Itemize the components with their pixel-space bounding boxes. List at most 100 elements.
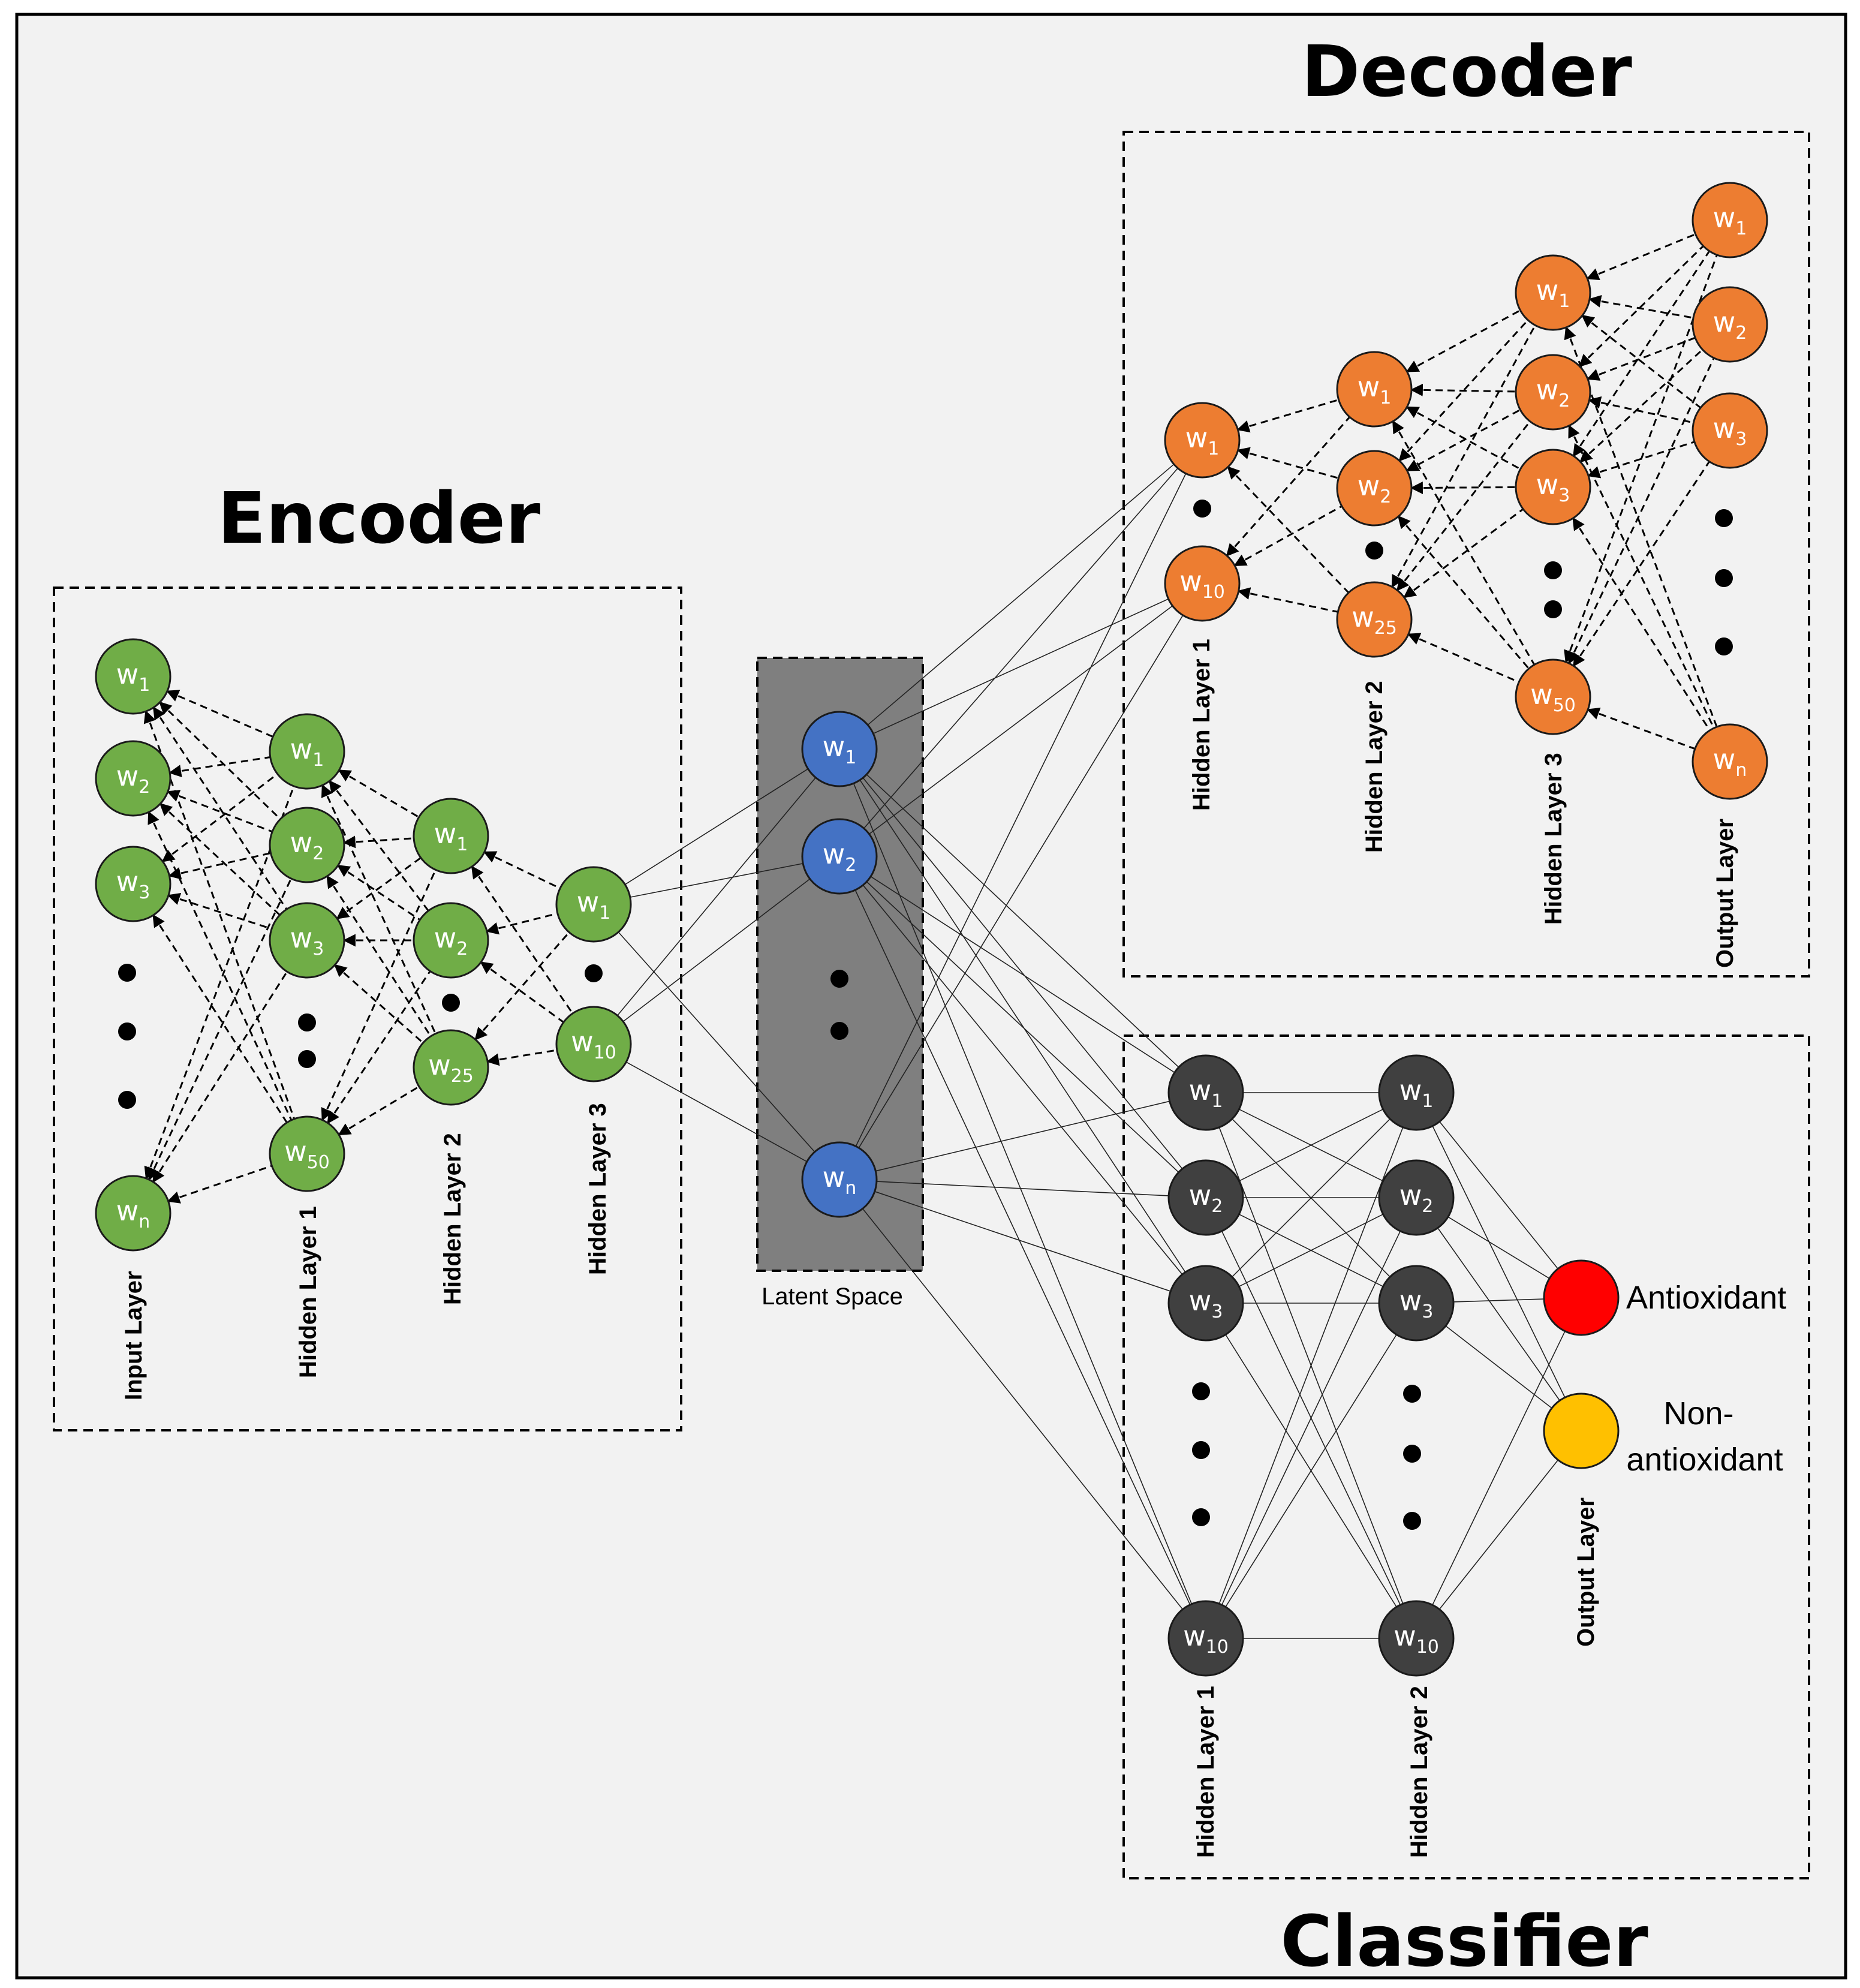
- node-circle: [1515, 449, 1591, 525]
- node-circle: [1378, 1265, 1455, 1342]
- ellipsis-dot: [1403, 1445, 1421, 1463]
- decoder-hidden-layer-1-label: Hidden Layer 1: [1188, 639, 1215, 811]
- ellipsis-dot: [442, 994, 460, 1012]
- ellipsis-dot: [1192, 1382, 1210, 1400]
- node-label: w1: [1185, 422, 1220, 459]
- ellipsis-dot: [1192, 1441, 1210, 1459]
- edge: [1437, 1228, 1560, 1401]
- node-label: w1: [1536, 274, 1570, 312]
- edge: [483, 851, 561, 889]
- antioxidant-output-node: [1543, 1259, 1620, 1336]
- node-label: w1: [290, 733, 324, 771]
- decoder-node: w3: [1692, 392, 1768, 469]
- latent-node: w1: [801, 711, 878, 787]
- encoder-node: w2: [269, 807, 345, 883]
- edge: [618, 931, 815, 1153]
- node-circle: [1692, 392, 1768, 469]
- edge: [1572, 517, 1711, 731]
- decoder-node: w10: [1164, 545, 1241, 622]
- edge: [1227, 466, 1350, 594]
- edge: [1405, 309, 1521, 372]
- ellipsis-dot: [298, 1050, 316, 1068]
- node-circle: [801, 818, 878, 895]
- edge: [1564, 254, 1718, 663]
- edge: [148, 811, 293, 1121]
- ellipsis-dot: [298, 1013, 316, 1031]
- edge: [168, 756, 270, 777]
- classifier-hidden-layer-1-label: Hidden Layer 1: [1193, 1686, 1219, 1858]
- ellipsis-dot: [118, 1091, 136, 1109]
- ellipsis-dot: [118, 964, 136, 982]
- decoder-node: wn: [1692, 723, 1768, 800]
- edge: [167, 1165, 272, 1204]
- node-circle: [1378, 1600, 1455, 1677]
- node-label: w1: [1358, 371, 1392, 408]
- node-label: w25: [428, 1049, 474, 1087]
- node-circle: [1515, 658, 1591, 735]
- edge: [866, 881, 1179, 1173]
- edge: [321, 869, 437, 1121]
- edge: [148, 878, 292, 1181]
- node-label: wn: [823, 1161, 857, 1199]
- edge: [1225, 1334, 1397, 1607]
- node-label: w10: [571, 1025, 616, 1063]
- node-circle: [413, 798, 489, 874]
- edge: [876, 1181, 1169, 1196]
- edge: [1405, 409, 1521, 471]
- non-antioxidant-label-line2: antioxidant: [1626, 1442, 1783, 1478]
- node-label: w1: [823, 730, 857, 768]
- decoder-node: w3: [1515, 449, 1591, 525]
- latent-node: wn: [801, 1141, 878, 1218]
- edge: [326, 875, 432, 1037]
- node-label: w1: [1189, 1074, 1223, 1112]
- node-circle: [269, 1115, 345, 1192]
- node-label: w2: [1536, 374, 1570, 411]
- edge: [622, 878, 811, 1022]
- encoder-node: wn: [95, 1175, 171, 1252]
- non-antioxidant-label-line1: Non-: [1663, 1395, 1733, 1431]
- node-label: w2: [116, 760, 151, 798]
- node-label: w3: [1399, 1285, 1434, 1322]
- edge: [853, 783, 1193, 1604]
- edge: [1237, 587, 1338, 613]
- node-circle: [269, 902, 345, 979]
- edge: [1588, 396, 1694, 424]
- node-circle: [1692, 286, 1768, 363]
- node-circle: [1515, 354, 1591, 431]
- decoder-box: [1122, 131, 1810, 978]
- edge: [1391, 324, 1536, 588]
- edge: [1568, 357, 1715, 664]
- edge: [329, 780, 429, 912]
- node-circle: [413, 1029, 489, 1106]
- decoder-node: w2: [1692, 286, 1768, 363]
- node-circle: [95, 638, 171, 715]
- node-label: w1: [434, 817, 468, 855]
- edge: [1439, 1121, 1558, 1270]
- node-circle: [269, 713, 345, 790]
- edge: [859, 780, 1186, 1273]
- node-label: w50: [284, 1135, 330, 1173]
- antioxidant-label: Antioxidant: [1626, 1280, 1786, 1316]
- edge: [1232, 1118, 1391, 1277]
- node-label: w2: [1358, 470, 1392, 507]
- edge: [1405, 406, 1521, 470]
- edge: [1587, 441, 1695, 479]
- node-label: w2: [823, 838, 857, 876]
- edge: [1568, 425, 1715, 729]
- edge: [1226, 416, 1351, 557]
- encoder-node: w1: [413, 798, 489, 874]
- edge: [144, 786, 295, 1180]
- edge: [168, 852, 271, 880]
- node-label: w2: [1399, 1179, 1434, 1217]
- node-circle: [1336, 351, 1413, 428]
- ellipsis-dot: [1715, 637, 1733, 655]
- node-circle: [95, 1175, 171, 1252]
- edge: [1447, 1216, 1550, 1279]
- node-label: w50: [1530, 678, 1576, 716]
- edge: [338, 1085, 420, 1136]
- edge: [858, 615, 1184, 1148]
- ellipsis-dots: [118, 500, 1733, 1530]
- encoder-title: Encoder: [218, 477, 540, 560]
- encoder-node: w50: [269, 1115, 345, 1192]
- node-circle: [555, 1006, 632, 1082]
